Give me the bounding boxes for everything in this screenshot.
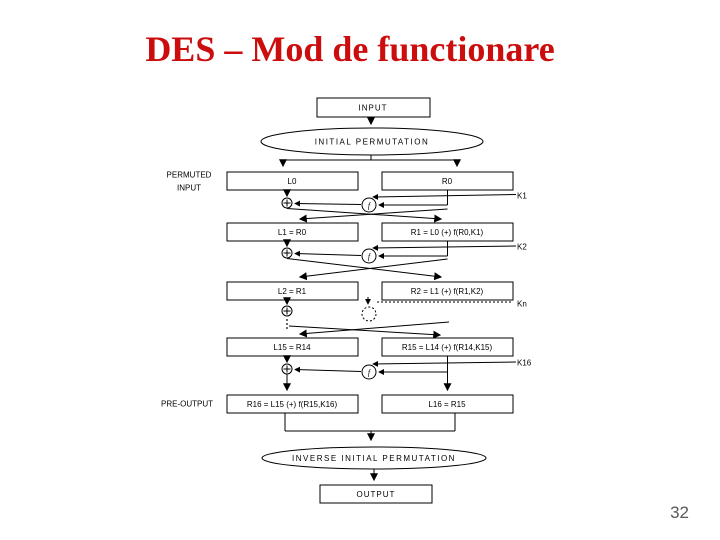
input-box: INPUT (316, 97, 431, 118)
svg-text:R2 = L1 (+) f(R1,K2): R2 = L1 (+) f(R1,K2) (411, 287, 484, 296)
key-n-label: Kn (517, 300, 527, 309)
svg-text:L1 = R0: L1 = R0 (278, 228, 307, 237)
xor-node-n (281, 305, 293, 317)
xor-node-16 (281, 363, 293, 375)
key1-label: K1 (517, 192, 527, 201)
svg-text:f: f (368, 368, 372, 377)
box-r0: R0 (381, 171, 514, 191)
svg-text:f: f (368, 201, 372, 210)
svg-text:L0: L0 (288, 177, 297, 186)
key16-label: K16 (517, 359, 532, 368)
round1-wiring: f (281, 189, 517, 223)
split-connector (279, 155, 461, 168)
box-l0: L0 (226, 171, 359, 191)
box-r2: R2 = L1 (+) f(R1,K2) (381, 281, 514, 301)
slide-title: DES – Mod de functionare (145, 29, 555, 69)
box-l15: L15 = R14 (226, 337, 359, 357)
output-box: OUTPUT (319, 484, 433, 504)
initial-permutation-label: INITIAL PERMUTATION (315, 138, 430, 147)
f-function-1 (361, 197, 377, 213)
merge-connector (284, 413, 456, 442)
xor-node-1 (281, 197, 293, 209)
pre-output-label: PRE-OUTPUT (161, 400, 213, 409)
input-box-label: INPUT (359, 104, 388, 113)
key16-wire (372, 360, 517, 367)
xor-node-2 (281, 247, 293, 259)
f-function-n (361, 306, 377, 322)
box-l1: L1 = R0 (226, 222, 359, 242)
svg-text:L15 = R14: L15 = R14 (273, 343, 311, 352)
svg-text:PERMUTED: PERMUTED (167, 171, 212, 180)
output-box-label: OUTPUT (357, 490, 396, 499)
round16-wiring: f (281, 355, 517, 392)
permuted-input-label: PERMUTED INPUT (167, 171, 212, 193)
box-l2: L2 = R1 (226, 281, 359, 301)
key2-label: K2 (517, 243, 527, 252)
key1-wire (372, 193, 517, 200)
svg-text:L16 = R15: L16 = R15 (428, 400, 466, 409)
svg-text:R1 = L0 (+) f(R0,K1): R1 = L0 (+) f(R0,K1) (411, 228, 484, 237)
initial-permutation-ellipse: INITIAL PERMUTATION (260, 127, 484, 156)
box-r16: R16 = L15 (+) f(R15,K16) (226, 394, 359, 414)
f-function-16 (361, 364, 377, 380)
svg-text:INPUT: INPUT (177, 184, 201, 193)
inverse-permutation-label: INVERSE INITIAL PERMUTATION (292, 454, 456, 463)
key2-wire (372, 244, 517, 251)
svg-text:R0: R0 (442, 177, 453, 186)
svg-text:R15 = L14 (+) f(R14,K15): R15 = L14 (+) f(R14,K15) (402, 343, 493, 352)
round-n-wiring (281, 297, 513, 339)
svg-text:R16 = L15 (+) f(R15,K16): R16 = L15 (+) f(R15,K16) (247, 400, 338, 409)
svg-text:f: f (368, 252, 372, 261)
svg-text:L2 = R1: L2 = R1 (278, 287, 307, 296)
box-r1: R1 = L0 (+) f(R0,K1) (381, 222, 514, 242)
f-function-2 (361, 248, 377, 264)
box-l16: L16 = R15 (381, 394, 514, 414)
round2-wiring: f (281, 239, 517, 281)
box-r15: R15 = L14 (+) f(R14,K15) (381, 337, 514, 357)
page-number: 32 (670, 503, 689, 522)
inverse-permutation-ellipse: INVERSE INITIAL PERMUTATION (261, 446, 487, 470)
